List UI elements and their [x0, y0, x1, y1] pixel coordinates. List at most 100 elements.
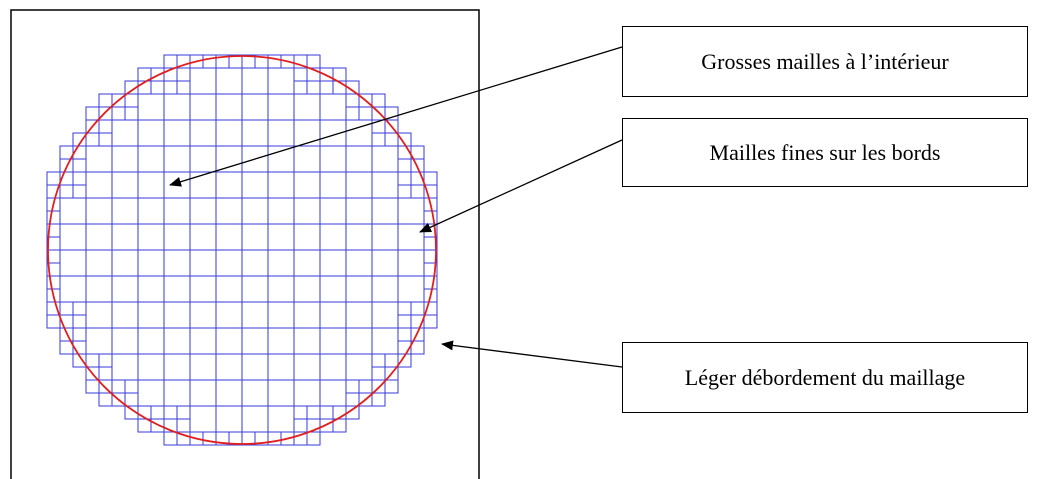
mesh-cell [46, 171, 61, 186]
mesh-cell [241, 379, 269, 407]
mesh-cell [319, 405, 334, 420]
mesh-cell [85, 197, 113, 225]
mesh-cell [267, 145, 295, 173]
mesh-cell [241, 249, 269, 277]
mesh-cell [189, 93, 217, 121]
mesh-cell [163, 327, 191, 355]
mesh-cell [59, 249, 87, 277]
mesh-cell [371, 132, 386, 147]
mesh-cell [345, 93, 360, 108]
mesh-cell [111, 249, 139, 277]
mesh-cell [397, 275, 425, 303]
mesh-cell [85, 106, 100, 121]
mesh-cell [371, 275, 399, 303]
mesh-cell [345, 171, 373, 199]
mesh-cell [215, 67, 243, 95]
mesh-cell [46, 275, 61, 290]
mesh-cell [319, 249, 347, 277]
mesh-cell [358, 379, 373, 394]
mesh-cell [163, 353, 191, 381]
mesh-cell [371, 327, 399, 355]
mesh-cell [241, 67, 269, 95]
mesh-cell [423, 171, 438, 186]
mesh-cell [423, 275, 438, 290]
mesh-cell [189, 249, 217, 277]
mesh-cell [267, 327, 295, 355]
mesh-cell [189, 119, 217, 147]
mesh-cell [267, 275, 295, 303]
mesh-cell [137, 301, 165, 329]
mesh-cell [137, 119, 165, 147]
mesh-cell [124, 93, 139, 108]
mesh-cell [384, 353, 399, 368]
mesh-cell [111, 106, 126, 121]
mesh-cell [189, 223, 217, 251]
mesh-cell [267, 171, 295, 199]
mesh-cell [371, 223, 399, 251]
mesh-cell [319, 353, 347, 381]
mesh-cell [215, 93, 243, 121]
mesh-cell [72, 158, 87, 173]
mesh-cell [267, 353, 295, 381]
mesh-cell [98, 392, 113, 407]
mesh-cell [137, 353, 165, 381]
mesh-cell [189, 145, 217, 173]
mesh-cell [85, 327, 113, 355]
mesh-cell [85, 275, 113, 303]
mesh-cell [137, 275, 165, 303]
circle-boundary [47, 55, 437, 445]
mesh-cell [137, 145, 165, 173]
mesh-cell [241, 327, 269, 355]
mesh-cell [124, 392, 139, 407]
mesh-cell [267, 119, 295, 147]
mesh-cell [410, 340, 425, 355]
mesh-cell [293, 301, 321, 329]
mesh-cell [176, 405, 191, 420]
mesh-cell [59, 275, 87, 303]
mesh-cell [371, 392, 386, 407]
mesh-cell [293, 80, 308, 95]
mesh-cell [163, 301, 191, 329]
mesh-cell [215, 301, 243, 329]
mesh-cell [189, 197, 217, 225]
mesh-cell [423, 210, 438, 225]
mesh-cell [306, 54, 321, 69]
mesh-cell [176, 67, 191, 82]
mesh-cell [397, 301, 412, 316]
mesh-cell [345, 392, 360, 407]
mesh-cell [397, 184, 412, 199]
mesh-cell [371, 145, 399, 173]
mesh-cell [345, 275, 373, 303]
mesh-cell [267, 93, 295, 121]
mesh-cell [345, 145, 373, 173]
mesh-cell [189, 327, 217, 355]
mesh-cell [267, 54, 282, 69]
arrow-mesh-overflow [441, 340, 623, 368]
mesh-cell [241, 223, 269, 251]
mesh-cell [85, 301, 113, 329]
mesh-cell [306, 80, 321, 95]
mesh-cell [345, 106, 360, 121]
mesh-cell [72, 327, 87, 342]
mesh-cell [72, 184, 87, 199]
mesh-cell [59, 223, 87, 251]
mesh-cell [345, 379, 360, 394]
mesh-cell [163, 119, 191, 147]
mesh-cell [215, 119, 243, 147]
mesh-cell [202, 54, 217, 69]
mesh-cell [345, 249, 373, 277]
mesh-cell [59, 301, 74, 316]
mesh-cell [176, 418, 191, 433]
mesh-cell [111, 223, 139, 251]
mesh-cell [98, 353, 113, 368]
mesh-cell [85, 132, 100, 147]
mesh-cell [371, 353, 386, 368]
mesh-cell [397, 353, 412, 368]
mesh-cell [397, 314, 412, 329]
mesh-cell [267, 67, 295, 95]
mesh-cell [241, 93, 269, 121]
callout-fine-cells: Mailles fines sur les bords [622, 118, 1028, 187]
mesh-cell [319, 197, 347, 225]
mesh-cell [397, 249, 425, 277]
mesh-cell [319, 327, 347, 355]
